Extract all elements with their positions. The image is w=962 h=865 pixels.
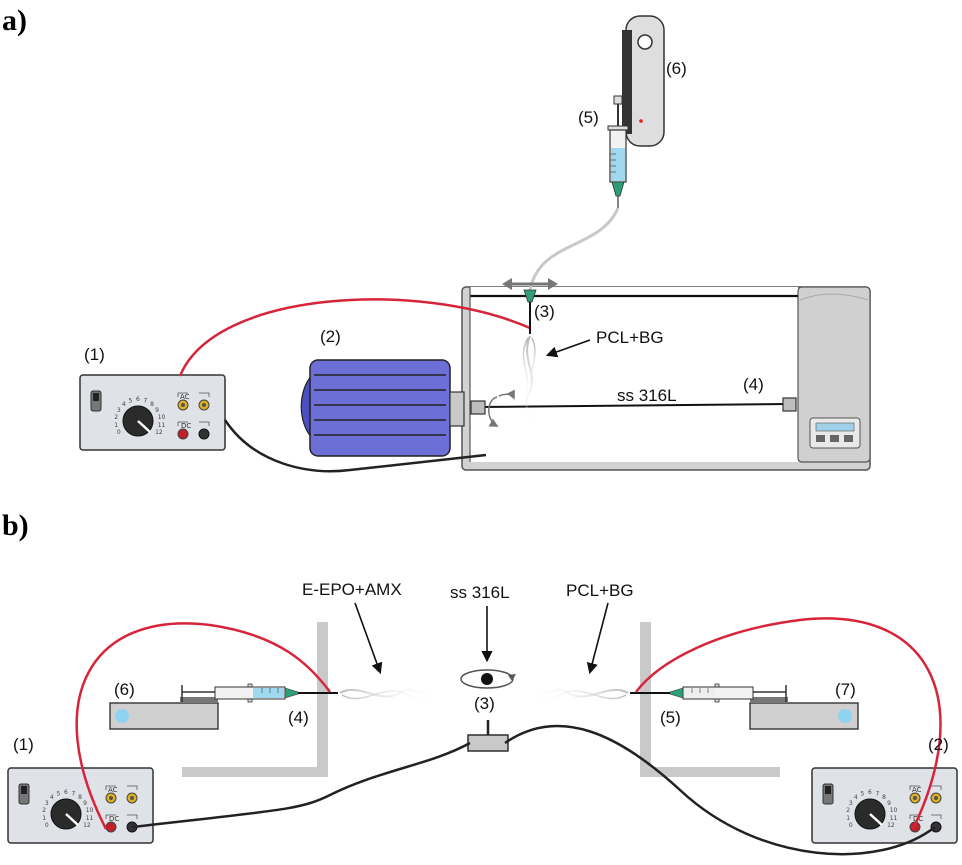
arrow-b-left-fiber: [354, 602, 383, 675]
dial-number: 9: [83, 800, 87, 807]
label-b-right-fiber-material: PCL+BG: [566, 581, 634, 600]
label-a-1: (1): [84, 345, 105, 364]
syringe-pump-right: [749, 697, 859, 730]
dial-number: 12: [887, 822, 895, 829]
ac-terminal-label: AC: [180, 393, 190, 401]
fiber-jet-right: [525, 688, 629, 700]
label-b-left-fiber-material: E-EPO+AMX: [302, 580, 402, 599]
label-b-5: (5): [660, 708, 681, 727]
dial-number: 0: [849, 822, 853, 829]
feed-tube: [528, 207, 620, 291]
syringe-right: [630, 683, 787, 703]
dial-number: 8: [78, 794, 82, 801]
dial-number: 3: [117, 407, 121, 414]
ground-wire-a: [223, 419, 487, 473]
label-b-1: (1): [13, 735, 34, 754]
dial-number: 4: [122, 401, 126, 408]
label-b-7: (7): [835, 680, 856, 699]
collector-frame: [461, 286, 871, 471]
dial-number: 3: [849, 800, 853, 807]
label-a-4: (4): [743, 375, 764, 394]
ground-wire-right: [504, 724, 936, 856]
panel-a: a): [2, 4, 871, 473]
dial-number: 10: [158, 414, 166, 421]
label-b-3: (3): [474, 694, 495, 713]
syringe-a: [607, 95, 629, 208]
dial-number: 1: [846, 815, 850, 822]
dial-number: 5: [57, 790, 61, 797]
dial-number: 9: [155, 407, 159, 414]
fiber-jet-a: [521, 335, 537, 431]
motor: [300, 359, 465, 457]
syringe-pump: [622, 15, 665, 147]
panel-b: b): [2, 509, 959, 856]
dial-number: 3: [45, 800, 49, 807]
syringe-pump-left: [109, 697, 219, 730]
rotating-collector-b: [460, 669, 516, 752]
dial-number: 7: [876, 790, 880, 797]
collector-wire: [470, 389, 797, 427]
fiber-jet-left: [339, 688, 443, 700]
dial-number: 2: [846, 807, 850, 814]
dial-number: 11: [158, 422, 166, 429]
dial-number: 2: [114, 414, 118, 421]
dial-number: 11: [86, 815, 94, 822]
label-b-wire-material: ss 316L: [450, 583, 510, 602]
syringe-left: [181, 683, 338, 703]
dial-number: 9: [887, 800, 891, 807]
panel-a-label: a): [2, 4, 27, 37]
dial-number: 6: [64, 789, 68, 796]
dial-number: 7: [144, 397, 148, 404]
label-b-6: (6): [114, 680, 135, 699]
dial-number: 12: [155, 429, 163, 436]
dial-number: 10: [890, 807, 898, 814]
label-a-6: (6): [666, 59, 687, 78]
label-a-wire-material: ss 316L: [617, 386, 677, 405]
label-a-3: (3): [534, 302, 555, 321]
hv-wire-left: [75, 622, 332, 830]
rotation-arrow-icon: [488, 396, 499, 427]
dial-number: 6: [868, 789, 872, 796]
double-arrow-icon: [502, 278, 558, 290]
dial-number: 0: [117, 429, 121, 436]
ac-terminal-label-left: AC: [108, 786, 118, 794]
dial-number: 4: [50, 794, 54, 801]
hv-wire-right: [635, 617, 942, 830]
dial-number: 8: [150, 401, 154, 408]
arrow-b-right-fiber: [586, 602, 609, 675]
shield-walls: [182, 622, 780, 777]
dial-number: 7: [72, 790, 76, 797]
dc-terminal-label: DC: [181, 422, 191, 430]
dial-number: 5: [861, 790, 865, 797]
ac-terminal-label-right: AC: [912, 786, 922, 794]
lcd-display-icon: [809, 417, 861, 449]
dial-number: 8: [882, 794, 886, 801]
dial-number: 5: [129, 397, 133, 404]
label-b-2: (2): [928, 735, 949, 754]
dial-number: 12: [83, 822, 91, 829]
label-a-5: (5): [578, 108, 599, 127]
dial-number: 6: [136, 396, 140, 403]
dial-number: 4: [854, 794, 858, 801]
spinneret-needle-a: [502, 278, 558, 334]
dial-number: 10: [86, 807, 94, 814]
dial-number: 1: [42, 815, 46, 822]
panel-b-label: b): [2, 509, 29, 542]
arrow-a-fiber: [545, 339, 591, 358]
dial-number: 11: [890, 815, 898, 822]
hv-wire-a: [178, 298, 531, 377]
label-a-fiber-material: PCL+BG: [596, 328, 664, 347]
label-a-2: (2): [320, 327, 341, 346]
dial-number: 2: [42, 807, 46, 814]
label-b-4: (4): [288, 708, 309, 727]
dial-number: 0: [45, 822, 49, 829]
ground-wire-left: [131, 741, 471, 829]
dial-number: 1: [114, 422, 118, 429]
dc-terminal-label-left: DC: [109, 815, 119, 823]
